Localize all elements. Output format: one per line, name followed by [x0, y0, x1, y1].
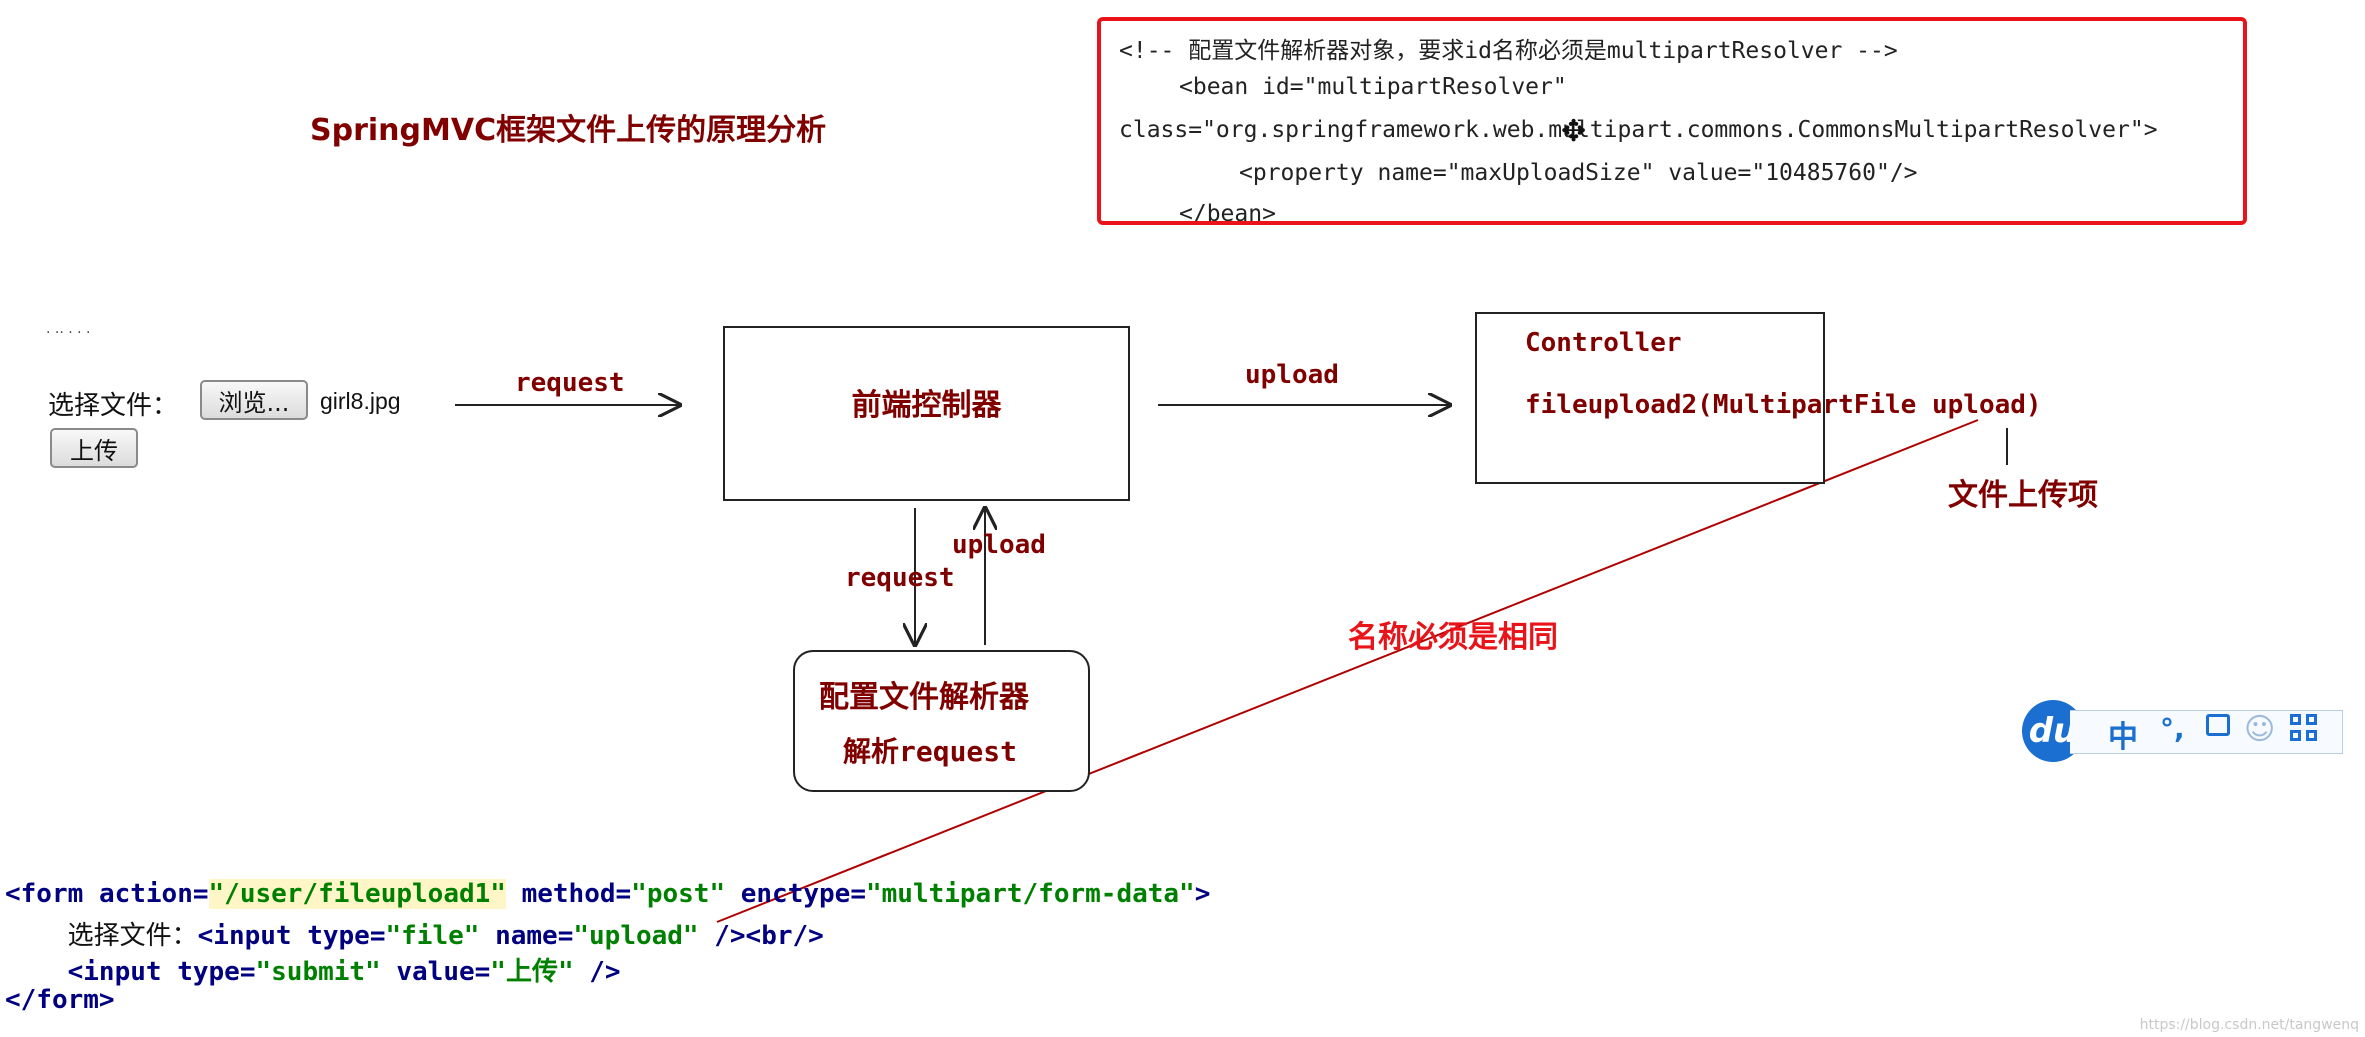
- svg-text:· ·· · · ·: · ·· · · ·: [46, 325, 91, 341]
- snippet-file-input-line: 选择文件：<input type="file" name="upload" />…: [67, 921, 824, 951]
- snippet-form-open-line: <form action="/user/fileupload1" method=…: [5, 879, 1211, 909]
- ime-grid-menu-icon[interactable]: [2290, 714, 2318, 742]
- ime-user-icon[interactable]: ☺: [2244, 712, 2276, 747]
- same-name-link-line: [716, 419, 1979, 923]
- config-bean-close-line: </bean>: [1179, 201, 1276, 225]
- controller-title: Controller: [1525, 328, 1682, 358]
- upload-label-up: upload: [952, 530, 1046, 560]
- controller-box: [1475, 312, 1825, 484]
- ime-chinese-mode-button[interactable]: 中: [2108, 720, 2138, 755]
- watermark: https://blog.csdn.net/tangwenq: [2139, 1017, 2359, 1033]
- upload-label-top: upload: [1245, 360, 1339, 390]
- front-controller-label: 前端控制器: [851, 388, 1002, 423]
- page-title: SpringMVC框架文件上传的原理分析: [310, 113, 827, 148]
- snippet-submit-input-line: <input type="submit" value="上传" />: [67, 957, 621, 987]
- same-name-note: 名称必须是相同: [1348, 620, 1558, 655]
- resolver-title: 配置文件解析器: [819, 680, 1029, 715]
- browse-button[interactable]: 浏览...: [200, 380, 308, 420]
- snippet-form-close-line: </form>: [5, 985, 115, 1015]
- resolver-config-code-box: <!-- 配置文件解析器对象，要求id名称必须是multipartResolve…: [1097, 17, 2247, 225]
- file-select-label: 选择文件：: [48, 391, 179, 421]
- upload-form-html-snippet: <form action="/user/fileupload1" method=…: [5, 875, 1325, 1015]
- controller-method-signature: fileupload2(MultipartFile upload): [1525, 390, 2042, 420]
- file-resolver-box: 配置文件解析器 解析request: [793, 650, 1090, 792]
- config-class-line: class="org.springframework.web.multipart…: [1119, 117, 2158, 143]
- ime-punctuation-button[interactable]: °,: [2160, 712, 2185, 745]
- front-controller-box: 前端控制器: [723, 326, 1130, 501]
- config-property-line: <property name="maxUploadSize" value="10…: [1239, 160, 1918, 186]
- request-label-top: request: [515, 368, 625, 398]
- upload-submit-button[interactable]: 上传: [50, 428, 138, 468]
- upload-item-note: 文件上传项: [1948, 478, 2098, 513]
- ime-keyboard-icon[interactable]: [2206, 714, 2230, 736]
- config-bean-line: <bean id="multipartResolver": [1179, 74, 1567, 100]
- resolver-subtitle: 解析request: [843, 735, 1018, 768]
- config-comment-line: <!-- 配置文件解析器对象，要求id名称必须是multipartResolve…: [1119, 38, 1898, 64]
- move-cursor-icon: ✥: [1561, 114, 1587, 149]
- selected-file-name: girl8.jpg: [320, 388, 401, 414]
- ime-toolbar: du 中 °, ☺: [2022, 700, 2344, 762]
- request-label-down: request: [845, 563, 955, 593]
